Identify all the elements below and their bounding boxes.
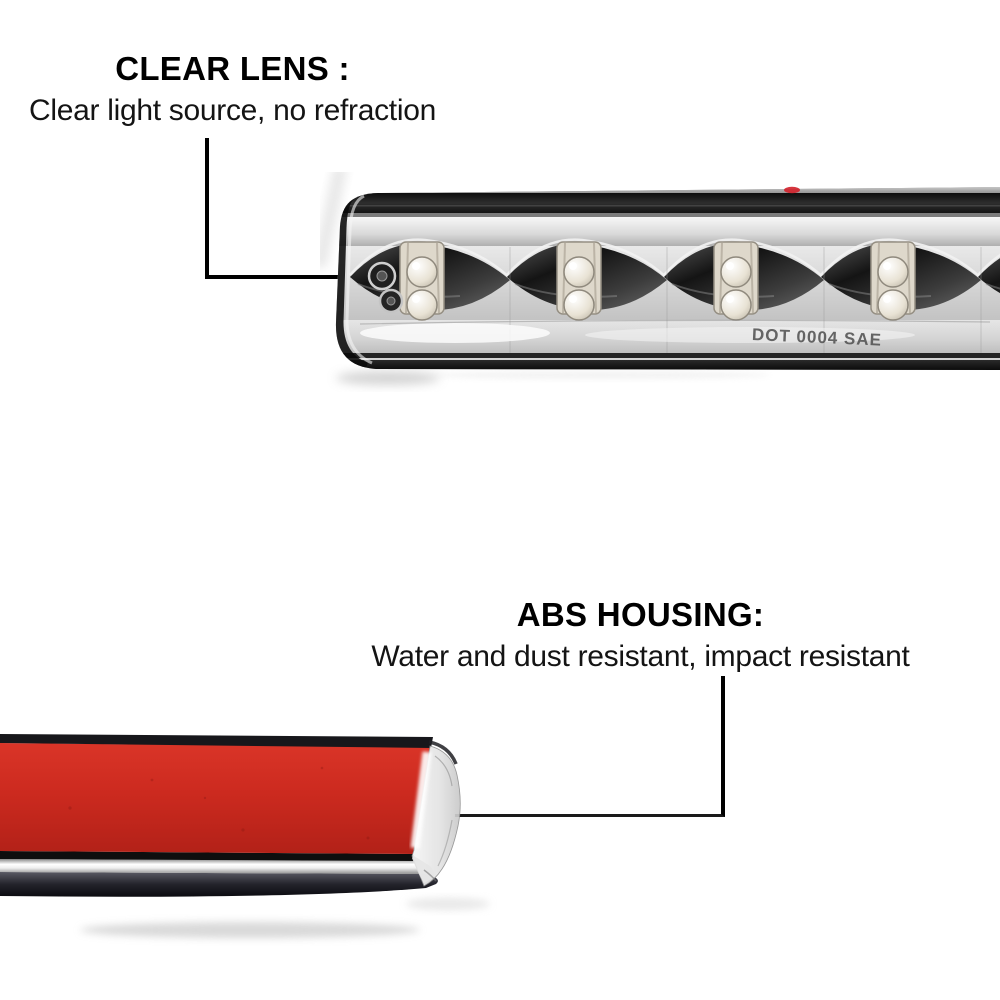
clear-lens-leader-line: [205, 138, 341, 279]
abs-housing-title: ABS HOUSING:: [516, 596, 765, 633]
abs-housing-bottom: [0, 872, 438, 897]
chrome-trim: [0, 859, 424, 874]
clear-lens-title: CLEAR LENS :: [115, 50, 350, 87]
led-brake-light-lens-photo: DOT 0004 SAE: [320, 172, 1000, 385]
drop-shadow: [80, 922, 420, 938]
drop-shadow: [430, 371, 770, 379]
abs-housing-leader-line: [455, 676, 725, 817]
drop-shadow: [406, 898, 490, 910]
housing-edge: [0, 734, 433, 748]
housing-edge: [0, 851, 417, 861]
cap-top-edge: [428, 740, 458, 765]
clear-lens-annotation: CLEAR LENS : Clear light source, no refr…: [0, 50, 465, 128]
clear-lens-subtitle: Clear light source, no refraction: [29, 94, 436, 127]
abs-housing-annotation: ABS HOUSING: Water and dust resistant, i…: [368, 596, 913, 674]
red-adhesive-pad: [0, 743, 431, 854]
screw-detail: [367, 261, 404, 314]
red-indicator-dot: [784, 186, 800, 194]
abs-housing-subtitle: Water and dust resistant, impact resista…: [371, 640, 910, 673]
pad-texture: [68, 766, 370, 840]
soft-shadow: [320, 172, 347, 269]
brake-light-underside-photo: [0, 734, 490, 938]
clear-end-cap: [411, 745, 461, 887]
drop-shadow: [336, 371, 440, 385]
